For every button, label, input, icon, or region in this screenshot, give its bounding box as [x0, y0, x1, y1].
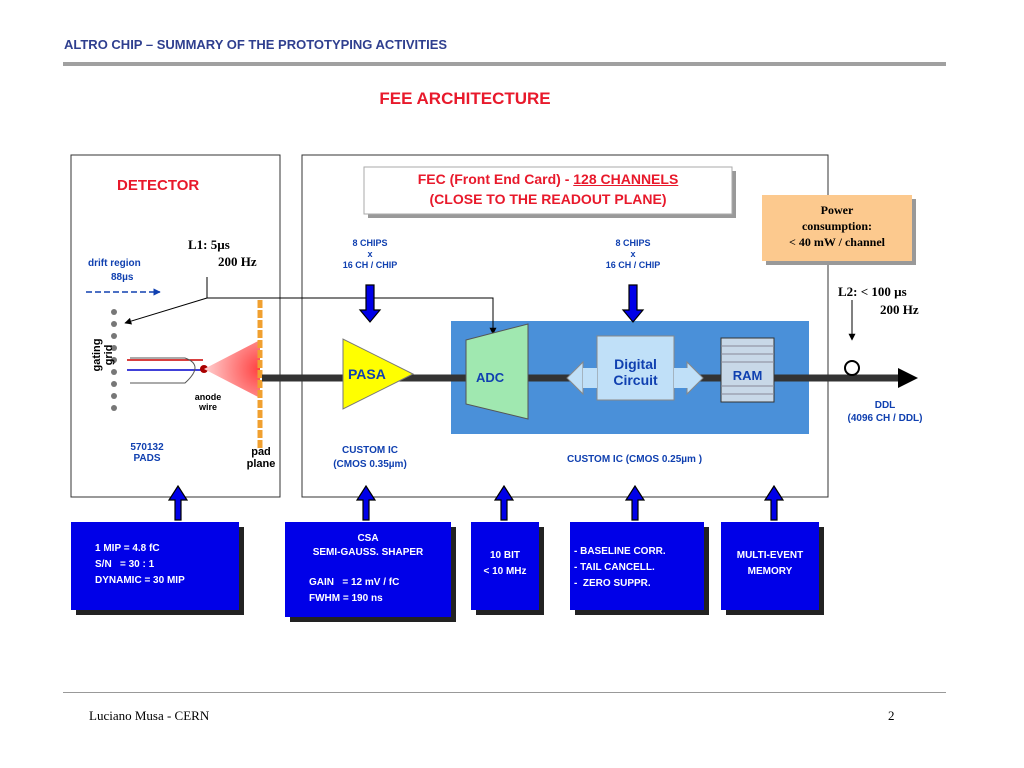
l2-gate [844, 360, 860, 376]
power-label: Power consumption: < 40 mW / channel [789, 203, 885, 249]
csa-title: CSA SEMI-GAUSS. SHAPER [312, 533, 424, 558]
anode-wire-tip [130, 357, 196, 384]
csa-params: GAIN = 12 mV / fC FWHM = 190 ns [309, 577, 400, 604]
digital-label: Digital Circuit [613, 356, 658, 388]
csa-box: CSA SEMI-GAUSS. SHAPER GAIN = 12 mV / fC… [285, 522, 451, 617]
detector-specs-text: 1 MIP = 4.8 fC S/N = 30 : 1 DYNAMIC = 30… [95, 543, 185, 586]
ram-specs-text: MULTI-EVENT MEMORY [736, 550, 804, 577]
slide-header: ALTRO CHIP – SUMMARY OF THE PROTOTYPING … [64, 37, 448, 52]
footer-rule [63, 692, 946, 693]
slide-title: FEE ARCHITECTURE [379, 89, 551, 108]
detector-title: DETECTOR [117, 177, 200, 194]
fec-title-box [363, 166, 733, 215]
page-number: 2 [888, 708, 895, 723]
gating-grid-label: gating grid [91, 338, 115, 372]
pasa-label: PASA [348, 366, 386, 382]
digital-block [596, 335, 675, 401]
fec-subtitle: (CLOSE TO THE READOUT PLANE) [429, 191, 667, 207]
fec-title-channels: 128 CHANNELS [573, 171, 679, 187]
detector-specs-box: 1 MIP = 4.8 fC S/N = 30 : 1 DYNAMIC = 30… [71, 522, 239, 610]
note-arrows [167, 484, 785, 521]
custom-ic-left: CUSTOM IC (CMOS 0.35µm) [333, 445, 407, 470]
l1-line-to-adc [206, 277, 497, 335]
pads-label: 570132 PADS [130, 442, 164, 464]
ram-label: RAM [732, 368, 763, 383]
adc-label: ADC [476, 370, 505, 385]
digital-specs-box: - BASELINE CORR. - TAIL CANCELL. - ZERO … [570, 522, 704, 610]
fec-title: FEC (Front End Card) - 128 CHANNELS [364, 171, 732, 187]
header-rule [63, 62, 946, 66]
ddl-arrow [898, 368, 918, 388]
chips-left-label: 8 CHIPS x 16 CH / CHIP [342, 238, 398, 270]
adc-specs-box: 10 BIT < 10 MHz [471, 522, 539, 610]
adc-specs-text: 10 BIT < 10 MHz [483, 550, 527, 577]
detector-box [70, 154, 281, 498]
l1-label: L1: 5µs [188, 237, 230, 252]
drift-time-label: 88µs [111, 272, 134, 283]
adc-block [465, 323, 529, 420]
gating-grid-dots [111, 309, 117, 411]
chips-arrows [358, 284, 645, 323]
drift-region-label: drift region [88, 258, 141, 269]
signal-cone [204, 340, 260, 398]
custom-ic-right: CUSTOM IC (CMOS 0.25µm ) [567, 454, 703, 465]
l2-rate: 200 Hz [880, 302, 919, 317]
chips-right-label: 8 CHIPS x 16 CH / CHIP [605, 238, 661, 270]
power-box [762, 195, 912, 261]
digital-specs-text: - BASELINE CORR. - TAIL CANCELL. - ZERO … [574, 546, 666, 589]
l2-label: L2: < 100 µs [838, 284, 907, 299]
ram-block [720, 337, 775, 403]
pad-plane-label: pad plane [246, 446, 276, 470]
ddl-label: DDL (4096 CH / DDL) [847, 400, 923, 424]
anode-wire-label: anode wire [194, 392, 222, 412]
pasa-block [342, 338, 415, 410]
l1-line-to-grid [124, 297, 208, 325]
footer-author: Luciano Musa - CERN [89, 708, 210, 723]
l1-rate: 200 Hz [218, 254, 257, 269]
ram-specs-box: MULTI-EVENT MEMORY [721, 522, 819, 610]
fec-title-prefix: FEC (Front End Card) - [417, 171, 574, 187]
